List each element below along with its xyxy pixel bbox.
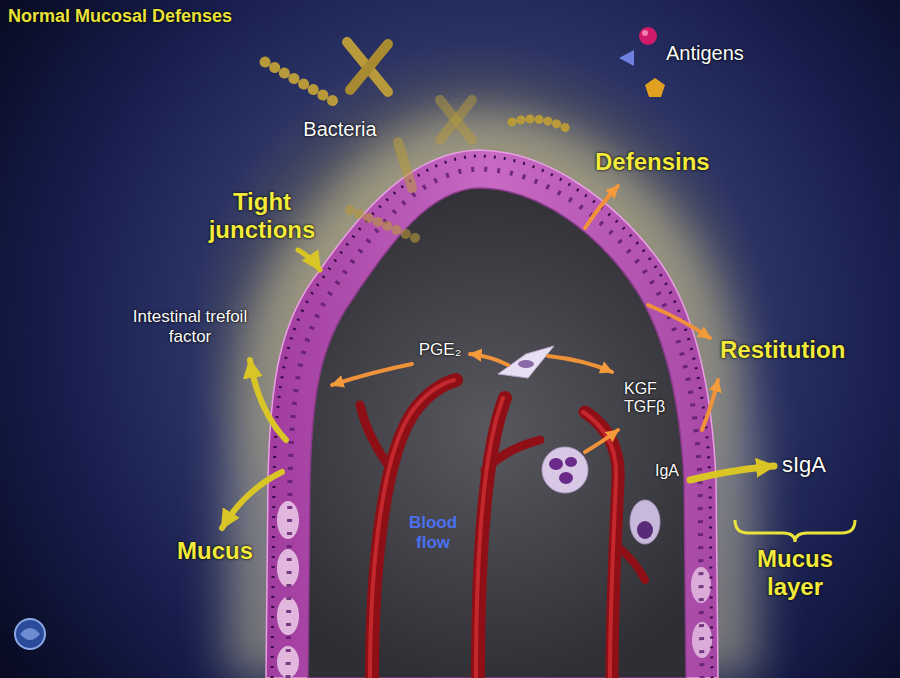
logo-mark bbox=[20, 628, 40, 640]
bacteria bbox=[265, 42, 566, 240]
logo bbox=[15, 619, 45, 649]
pointer-arrow bbox=[222, 472, 282, 528]
neutrophil bbox=[542, 447, 588, 493]
growth-factor-label: KGF TGFβ bbox=[624, 380, 670, 417]
goblet-cell bbox=[277, 549, 299, 587]
secretion-arrow bbox=[648, 305, 710, 338]
bacterium-rod bbox=[347, 42, 388, 92]
secretion-arrow bbox=[548, 356, 612, 372]
defense-label: Defensins bbox=[595, 148, 725, 176]
antigen-pentagon bbox=[645, 78, 665, 97]
layer-bracket bbox=[735, 520, 855, 542]
cell-nuclei bbox=[288, 169, 702, 678]
vessel-highlight bbox=[476, 398, 503, 678]
antigen-label: Antigens bbox=[666, 42, 776, 65]
pointer-arrow bbox=[690, 466, 774, 480]
pointer-arrow bbox=[298, 250, 320, 270]
antibody-label: sIgA bbox=[782, 452, 862, 477]
epithelium bbox=[266, 150, 718, 678]
antibody-label: IgA bbox=[655, 462, 695, 480]
mediator-label: PGE₂ bbox=[410, 340, 470, 360]
bacteria-label: Bacteria bbox=[290, 118, 390, 141]
defense-label: Restitution bbox=[720, 336, 860, 364]
bacterium-rod bbox=[398, 142, 412, 188]
secretion-arrow bbox=[332, 364, 412, 385]
secretion-arrow bbox=[702, 380, 718, 430]
neutrophil-nucleus bbox=[565, 457, 577, 467]
bacterium-chain bbox=[512, 119, 566, 128]
neutrophil-nucleus bbox=[559, 472, 573, 484]
flow-label: Blood flow bbox=[406, 513, 460, 552]
bacterium-rod bbox=[440, 100, 472, 140]
pointer-arrow bbox=[250, 360, 286, 440]
neutrophil-nucleus bbox=[549, 458, 563, 470]
bacterium-chain bbox=[350, 210, 420, 240]
bacterium-chain bbox=[265, 62, 335, 102]
secretion-arrow bbox=[585, 430, 618, 452]
layer-label: Mucus layer bbox=[745, 545, 845, 600]
lamina-propria bbox=[308, 188, 686, 678]
fibroblast bbox=[498, 346, 554, 378]
defense-label: Mucus bbox=[165, 537, 265, 565]
blood-vessel bbox=[616, 545, 645, 580]
secretion-arrow bbox=[585, 186, 618, 228]
antigen-highlight bbox=[642, 30, 648, 36]
blood-vessel bbox=[485, 440, 540, 470]
goblet-cell bbox=[277, 597, 299, 635]
fibroblast-nucleus bbox=[518, 360, 534, 368]
diagram-title: Normal Mucosal Defenses bbox=[8, 6, 232, 27]
secretion-arrow bbox=[470, 354, 508, 365]
factor-label: Intestinal trefoil factor bbox=[115, 307, 265, 346]
structure-label: Tight junctions bbox=[202, 188, 322, 243]
bacterium-rod bbox=[440, 100, 472, 140]
blood-vessel bbox=[360, 405, 392, 470]
bacterium-rod bbox=[350, 44, 388, 90]
plasma-cell bbox=[630, 500, 660, 544]
villus-glow bbox=[266, 150, 718, 678]
plasma-cell-nucleus bbox=[637, 521, 653, 539]
blood-vessels bbox=[360, 380, 645, 678]
tight-junction-dots bbox=[272, 156, 712, 678]
antigen-triangle bbox=[619, 50, 634, 66]
antigen-sphere bbox=[639, 27, 657, 45]
